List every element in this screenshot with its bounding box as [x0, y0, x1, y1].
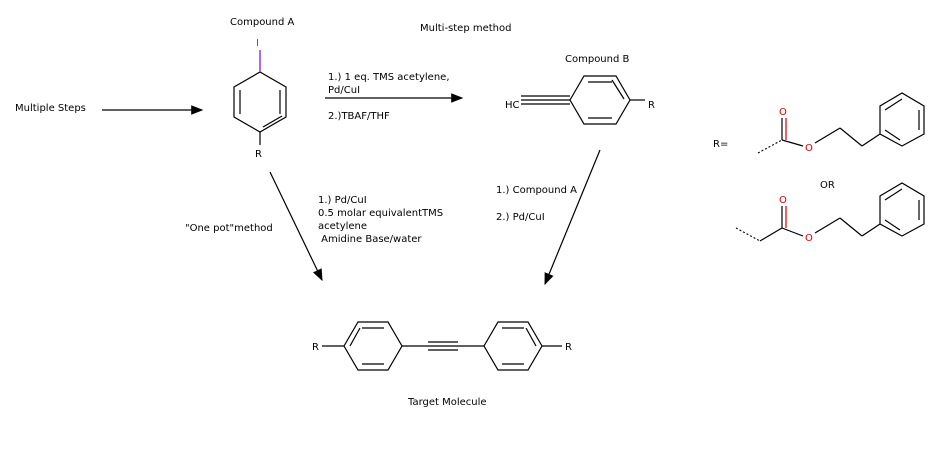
- one-pot-condition-2: 0.5 molar equivalentTMS: [318, 208, 443, 219]
- compound-b-structure: HC R: [505, 75, 655, 125]
- one-pot-condition-3: acetylene: [318, 221, 367, 232]
- carbonyl-oxygen: O: [779, 107, 787, 118]
- b-to-target-arrow: [544, 149, 601, 286]
- or-label: OR: [820, 180, 835, 191]
- one-pot-condition-1: 1.) Pd/CuI: [318, 195, 367, 206]
- b-to-target-condition-2: 2.) Pd/CuI: [496, 212, 545, 223]
- benzene-ring-left: [343, 321, 403, 371]
- benzene-ring: [233, 71, 287, 133]
- phenyl-ring: [879, 92, 925, 147]
- compound-a-structure: I R: [233, 38, 287, 160]
- b-to-target-condition-1: 1.) Compound A: [496, 185, 577, 196]
- r-group-option-1: O O: [757, 92, 925, 154]
- benzene-ring-right: [483, 321, 543, 371]
- multi-step-condition-3: 2.)TBAF/THF: [328, 111, 390, 122]
- compound-b-label: Compound B: [565, 54, 630, 65]
- multiple-steps-label: Multiple Steps: [15, 103, 86, 114]
- target-molecule-label: Target Molecule: [407, 397, 487, 408]
- one-pot-condition-4: Amidine Base/water: [318, 234, 422, 245]
- r-group-label-right: R: [565, 342, 572, 353]
- multi-step-condition-1: 1.) 1 eq. TMS acetylene,: [328, 72, 450, 83]
- target-molecule-structure: R R: [312, 321, 572, 371]
- phenyl-ring: [879, 182, 925, 237]
- r-group-label: R: [255, 149, 262, 160]
- benzene-ring: [569, 75, 631, 125]
- hc-label: HC: [505, 100, 520, 111]
- ester-oxygen: O: [805, 143, 813, 154]
- one-pot-arrow: [269, 171, 323, 282]
- r-group-label-left: R: [312, 342, 319, 353]
- r-equals-label: R=: [713, 139, 728, 150]
- one-pot-label: "One pot"method: [185, 223, 273, 234]
- r-group-label: R: [648, 100, 655, 111]
- compound-a-label: Compound A: [230, 17, 295, 28]
- carbonyl-oxygen: O: [779, 195, 787, 206]
- iodine-atom: I: [256, 38, 259, 49]
- r-group-option-2: O O: [735, 182, 925, 244]
- multi-step-title: Multi-step method: [420, 23, 511, 34]
- multi-step-condition-2: Pd/CuI: [328, 85, 360, 96]
- ester-oxygen: O: [805, 233, 813, 244]
